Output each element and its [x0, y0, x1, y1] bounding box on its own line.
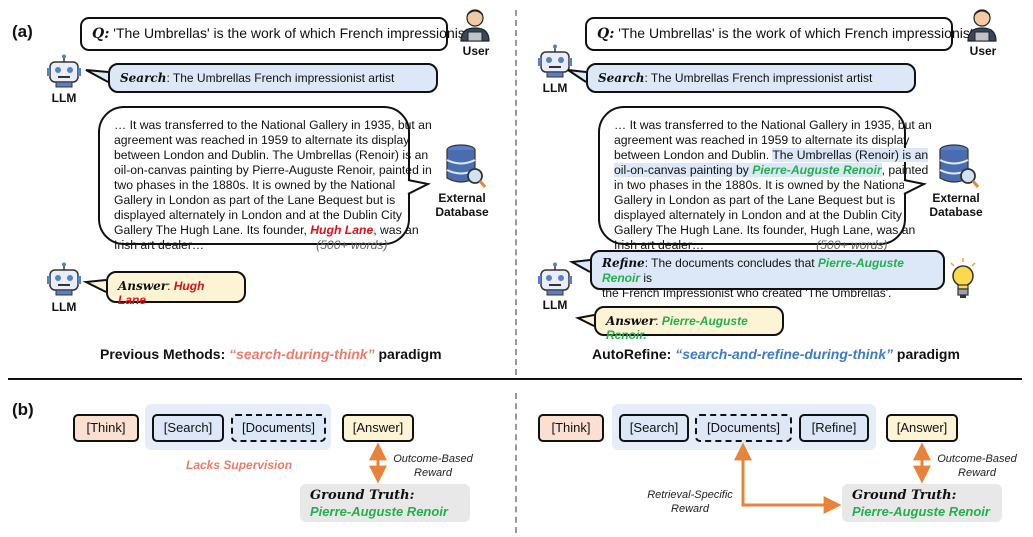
doc-line: Irish art dealer…(500+ words)	[114, 238, 388, 252]
panel-a-divider	[515, 10, 517, 375]
llm-label: LLM	[51, 300, 77, 314]
bubble-tail	[568, 259, 591, 273]
bubble-tail	[85, 69, 109, 83]
answer-bubble-right: Answer: Pierre-Auguste Renoir.	[594, 306, 784, 342]
user-label: User	[462, 44, 490, 58]
robot-icon	[538, 44, 572, 78]
token-documents: [Documents]	[695, 414, 792, 442]
database-icon	[939, 144, 980, 188]
doc-line: Gallery in London as part of the Lane Be…	[614, 193, 896, 207]
token-search: [Search]	[619, 414, 689, 442]
word-count: (500+ words)	[816, 238, 888, 252]
doc-line: Gallery The Hugh Lane. Its founder, Hugh…	[614, 223, 916, 237]
doc-line: agreement was reached in 1959 to alterna…	[614, 133, 910, 147]
search-text: : The Umbrellas French impressionist art…	[166, 71, 395, 85]
doc-line: oil-on-canvas painting by Pierre-Auguste…	[114, 163, 432, 177]
ground-truth-box: Ground Truth: Pierre-Auguste Renoir	[300, 484, 470, 522]
user-label: User	[969, 44, 997, 58]
wrong-answer: Hugh Lane	[118, 279, 205, 307]
token-refine: [Refine]	[799, 414, 869, 442]
section-divider	[8, 378, 1022, 380]
ground-truth-value: Pierre-Auguste Renoir	[310, 504, 448, 519]
ground-truth-title: Ground Truth:	[310, 488, 415, 503]
bubble-tail	[567, 69, 587, 83]
token-think: [Think]	[73, 414, 139, 442]
llm-label: LLM	[542, 81, 568, 95]
robot-icon	[47, 262, 81, 296]
bubble-tail	[903, 179, 928, 195]
paradigm-name: “search-and-refine-during-think”	[675, 346, 894, 362]
doc-line: Gallery The Hugh Lane. Its founder, Hugh…	[114, 223, 419, 237]
document-bubble-right: … It was transferred to the National Gal…	[598, 106, 932, 252]
ground-truth-box: Ground Truth: Pierre-Auguste Renoir	[842, 484, 1002, 522]
refine-prefix: Refine	[602, 256, 645, 270]
answer-bubble-left: Answer: Hugh Lane	[106, 271, 246, 307]
bubble-tail	[574, 314, 595, 327]
doc-line: Irish art dealer…(500+ words)	[614, 238, 888, 252]
answer-prefix: Answer	[118, 279, 168, 293]
word-count: (500+ words)	[316, 238, 388, 252]
doc-line: displayed alternately in London and at t…	[614, 208, 902, 222]
robot-icon	[538, 262, 572, 296]
search-bubble-left: Search: The Umbrellas French impressioni…	[108, 63, 438, 93]
token-documents: [Documents]	[231, 414, 326, 442]
database-icon	[446, 144, 487, 188]
panel-b-divider	[515, 393, 517, 533]
doc-line: between London and Dublin. The Umbrellas…	[114, 148, 429, 162]
lacks-supervision-label: Lacks Supervision	[186, 458, 293, 472]
token-answer: [Answer]	[886, 414, 958, 442]
refined-highlight: The Umbrellas (Renoir) is an	[772, 148, 929, 162]
doc-line: between London and Dublin. The Umbrellas…	[614, 148, 929, 162]
panel-a-tag: (a)	[12, 22, 33, 41]
llm-label: LLM	[51, 91, 77, 105]
question-text: 'The Umbrellas' is the work of which Fre…	[109, 25, 477, 41]
question-bubble-left: Q: 'The Umbrellas' is the work of which …	[80, 17, 477, 51]
doc-line: oil-on-canvas painting by Pierre-Auguste…	[614, 163, 929, 177]
document-bubble-left: … It was transferred to the National Gal…	[98, 106, 432, 252]
correct-entity: Pierre-Auguste Renoir	[752, 163, 882, 177]
doc-line: in two phases in the 1880s. It is owned …	[614, 178, 909, 192]
search-prefix: Search	[120, 71, 167, 85]
paradigm-name: “search-during-think”	[229, 346, 375, 362]
bubble-tail	[82, 279, 107, 293]
refine-bubble: Refine: The documents concludes that Pie…	[590, 250, 945, 300]
panel-b-tag: (b)	[12, 400, 34, 419]
doc-line: two phases in the 1880s. It is owned by …	[114, 178, 396, 192]
doc-line: … It was transferred to the National Gal…	[614, 118, 932, 132]
caption-previous-methods: Previous Methods: “search-during-think” …	[100, 346, 442, 362]
bubble-tail	[407, 179, 432, 195]
doc-line: Gallery in London as part of the Lane Be…	[114, 193, 396, 207]
llm-label: LLM	[542, 298, 568, 312]
token-think: [Think]	[538, 414, 604, 442]
doc-line: … It was transferred to the National Gal…	[114, 118, 432, 132]
lightbulb-icon	[950, 258, 976, 298]
wrong-entity: Hugh Lane	[310, 223, 374, 237]
user-icon	[460, 9, 490, 42]
question-prefix: Q:	[92, 26, 110, 42]
doc-line: agreement was reached in 1959 to alterna…	[114, 133, 410, 147]
user-icon	[967, 9, 997, 42]
question-bubble-right: Q: 'The Umbrellas' is the work of which …	[585, 17, 982, 51]
search-bubble-right: Search: The Umbrellas French impressioni…	[586, 63, 916, 93]
retrieval-reward-arrow	[734, 442, 842, 514]
doc-line: displayed alternately in London and at t…	[114, 208, 402, 222]
correct-entity: Pierre-Auguste Renoir	[602, 256, 904, 285]
token-answer: [Answer]	[342, 414, 414, 442]
token-search: [Search]	[152, 414, 224, 442]
correct-answer: Pierre-Auguste Renoir.	[606, 314, 748, 342]
robot-icon	[47, 54, 81, 88]
caption-autorefine: AutoRefine: “search-and-refine-during-th…	[592, 346, 960, 362]
